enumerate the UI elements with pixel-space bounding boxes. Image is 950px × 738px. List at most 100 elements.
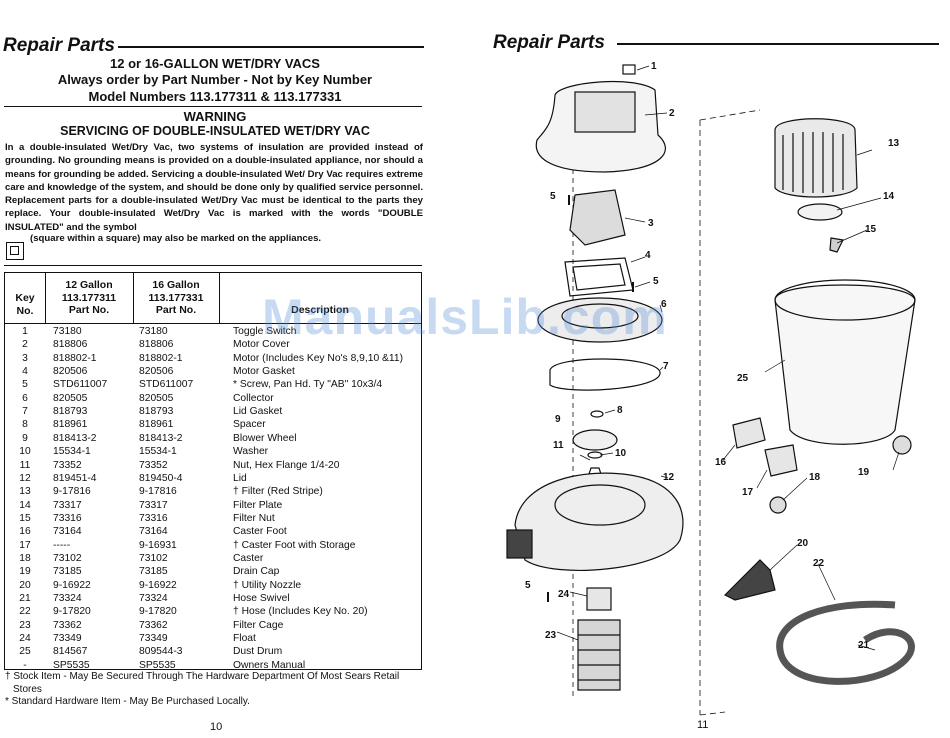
part-16-gallon-cell: 9-17820	[139, 606, 177, 618]
callout-21: 21	[858, 640, 870, 651]
part-12-gallon-cell: 73180	[53, 326, 82, 337]
callout-18: 18	[809, 472, 821, 483]
table-row: 2 818806 818806 Motor Cover	[5, 339, 421, 352]
part-12-gallon-cell: 9-17816	[53, 486, 91, 498]
description-cell: Filter Cage	[233, 619, 284, 631]
key-cell: 4	[22, 366, 28, 378]
part-12-gallon-cell: 818806	[53, 339, 88, 351]
column-divider	[219, 273, 220, 323]
key-cell: 8	[22, 419, 28, 431]
part-16-gallon-cell: 9-16931	[139, 539, 177, 551]
washer-part	[587, 451, 603, 459]
left-page: Repair Parts 12 or 16-GALLON WET/DRY VAC…	[0, 0, 430, 738]
toggle-switch-part	[622, 64, 636, 75]
part-12-gallon-cell: STD611007	[53, 379, 108, 391]
key-cell: 12	[19, 472, 31, 484]
callout-25: 25	[737, 373, 749, 384]
divider	[4, 265, 422, 266]
description-cell: † Caster Foot with Storage	[233, 539, 356, 551]
screw-part	[547, 195, 634, 602]
footnote-stock: † Stock Item - May Be Secured Through Th…	[5, 671, 400, 682]
key-cell: 19	[19, 566, 31, 578]
callout-6: 6	[661, 299, 667, 310]
utility-nozzle-part	[723, 559, 776, 601]
description-cell: † Filter (Red Stripe)	[233, 486, 323, 498]
warning-subtitle: SERVICING OF DOUBLE-INSULATED WET/DRY VA…	[60, 124, 370, 138]
warning-text: In a double-insulated Wet/Dry Vac, two s…	[5, 142, 423, 233]
callout-23: 23	[545, 630, 557, 641]
key-cell: 16	[19, 526, 31, 538]
description-cell: Motor Cover	[233, 339, 290, 351]
part-12-gallon-cell: 73324	[53, 593, 82, 604]
description-cell: Motor Gasket	[233, 366, 295, 378]
description-cell: Dust Drum	[233, 646, 283, 658]
part-12-gallon-cell: 73352	[53, 459, 82, 471]
divider	[4, 106, 422, 107]
callout-19: 19	[858, 467, 870, 478]
description-cell: Filter Nut	[233, 512, 275, 524]
description-cell: Filter Plate	[233, 499, 283, 511]
section-title: Repair Parts	[493, 32, 605, 53]
filter-plate-part	[797, 203, 843, 221]
key-cell: 3	[22, 352, 28, 364]
description-cell: † Utility Nozzle	[233, 579, 302, 591]
part-16-gallon-cell: 818806	[139, 339, 174, 351]
filter-nut-part	[829, 237, 844, 253]
header-divider	[5, 323, 421, 324]
description-cell: Hose Swivel	[233, 593, 290, 604]
part-12-gallon-cell: 818961	[53, 419, 88, 431]
callout-3: 3	[648, 218, 654, 229]
key-cell: 14	[19, 499, 31, 511]
part-12-gallon-cell: 820505	[53, 392, 88, 404]
part-16-gallon-cell: 820506	[139, 366, 174, 378]
callout-8: 8	[617, 405, 623, 416]
key-cell: 23	[19, 619, 31, 631]
part-16-gallon-cell: SP5535	[139, 659, 176, 671]
callout-11: 11	[553, 440, 564, 451]
key-cell: 22	[19, 606, 31, 618]
drain-cap-part	[892, 435, 912, 455]
description-cell: Float	[233, 633, 256, 645]
part-12-gallon-cell: 9-17820	[53, 606, 91, 618]
key-cell: 11	[19, 459, 31, 471]
part-16-gallon-cell: 818413-2	[139, 432, 183, 444]
float-part	[586, 587, 612, 611]
part-16-gallon-cell: 820505	[139, 392, 174, 404]
footnote-stock-continued: Stores	[13, 684, 42, 695]
part-12-gallon-cell: 73349	[53, 633, 82, 645]
key-cell: 9	[22, 432, 28, 444]
callout-1: 1	[651, 61, 657, 72]
key-cell: 24	[19, 633, 31, 645]
filter-cage-part	[577, 619, 621, 691]
callout-5: 5	[653, 276, 659, 287]
key-cell: 20	[19, 579, 31, 591]
callout-4: 4	[645, 250, 651, 261]
description-cell: Caster Foot	[233, 526, 287, 538]
key-cell: -	[23, 659, 27, 671]
table-row: 17-----9-16931† Caster Foot with Storage	[5, 540, 421, 553]
description-cell: Drain Cap	[233, 566, 280, 578]
description-cell: Caster	[233, 552, 264, 564]
key-cell: 1	[22, 326, 28, 337]
caster-foot-storage-part	[764, 444, 798, 477]
part-12-gallon-cell: 73362	[53, 619, 82, 631]
key-cell: 2	[22, 339, 28, 351]
part-16-gallon-cell: 73185	[139, 566, 168, 578]
callout-7: 7	[663, 361, 669, 372]
description-cell: * Screw, Pan Hd. Ty "AB" 10x3/4	[233, 379, 383, 391]
part-16-gallon-cell: 73317	[139, 499, 168, 511]
heading-order: Always order by Part Number - Not by Key…	[57, 72, 373, 87]
blower-wheel-part	[572, 429, 618, 451]
title-rule	[118, 46, 424, 48]
